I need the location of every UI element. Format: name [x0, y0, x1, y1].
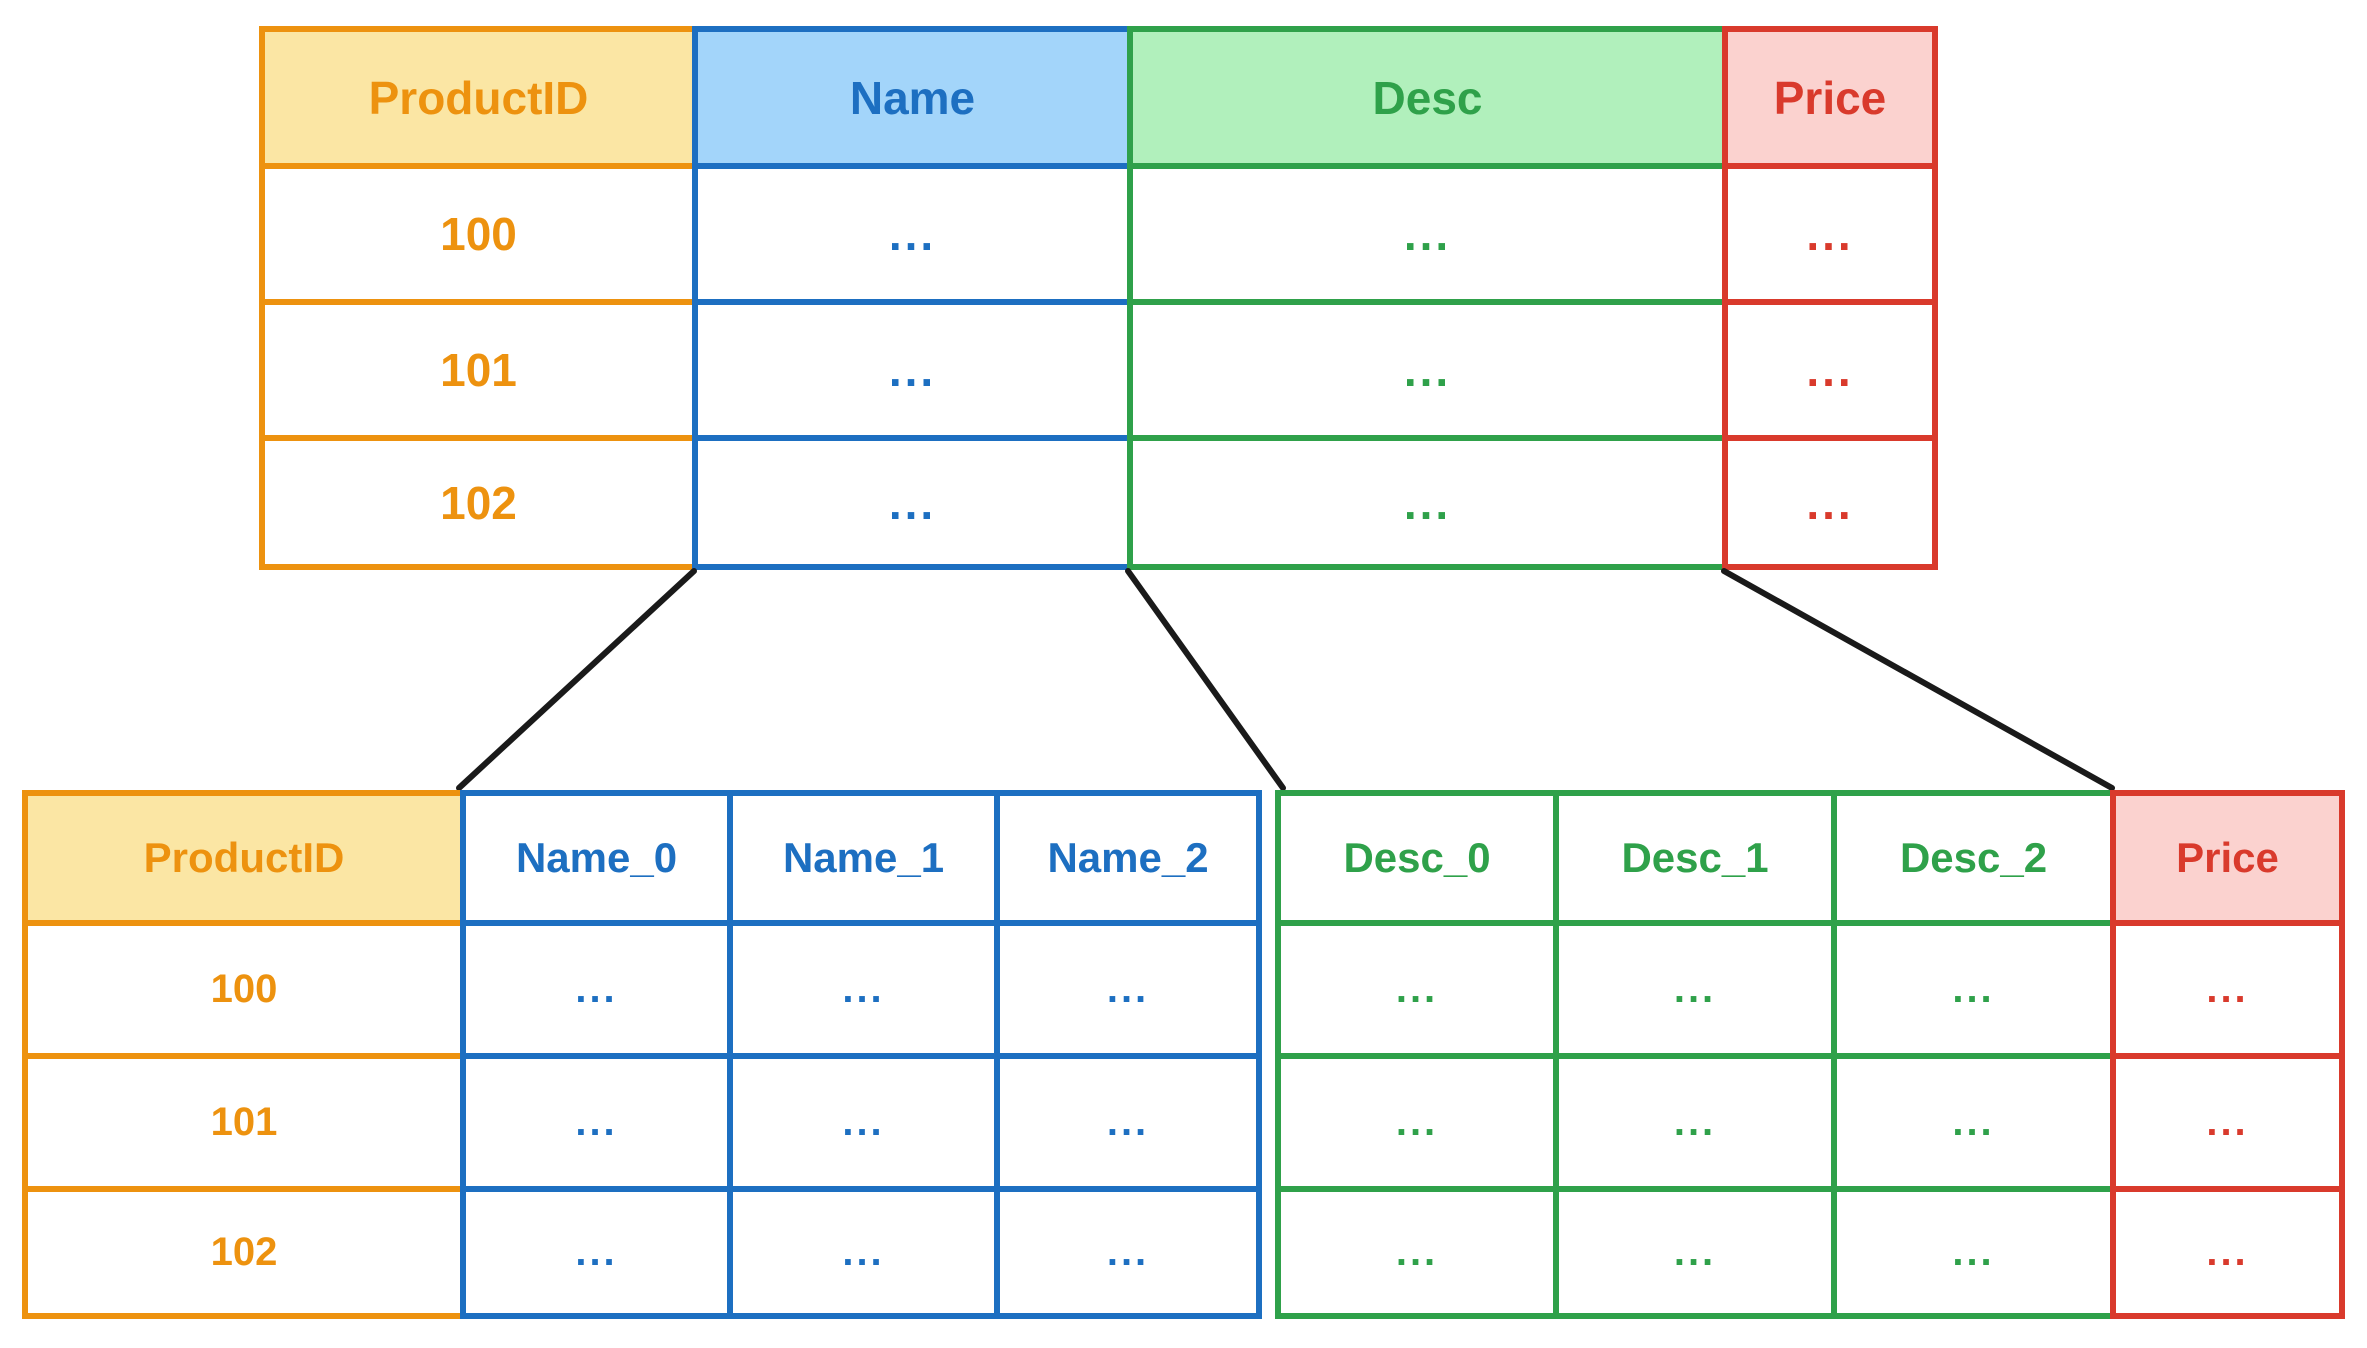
original-table: ProductID Name Desc Price 100 ... ... ..… [259, 26, 1938, 570]
exploded-table: ProductID Name_0 Name_1 Name_2 Desc_0 De… [22, 790, 2345, 1319]
top-header-name: Name [692, 26, 1127, 163]
bottom-header-productid: ProductID [22, 790, 460, 920]
table-cell: ... [692, 299, 1127, 435]
table-cell: ... [692, 163, 1127, 299]
bottom-header-desc-2: Desc_2 [1831, 790, 2110, 920]
table-cell: 100 [22, 920, 460, 1053]
table-cell: ... [727, 1186, 994, 1319]
section-gap [1262, 1053, 1275, 1186]
table-cell: ... [460, 1053, 727, 1186]
table-cell: ... [1553, 920, 1831, 1053]
top-header-desc: Desc [1127, 26, 1722, 163]
table-cell: ... [2110, 1186, 2345, 1319]
table-cell: ... [1127, 299, 1722, 435]
table-cell: ... [1127, 435, 1722, 570]
table-cell: ... [1831, 920, 2110, 1053]
table-cell: 100 [259, 163, 692, 299]
top-header-price: Price [1722, 26, 1938, 163]
table-cell: ... [1127, 163, 1722, 299]
connector-desc-right [1721, 568, 2115, 791]
table-cell: ... [2110, 920, 2345, 1053]
table-cell: 101 [22, 1053, 460, 1186]
table-cell: ... [692, 435, 1127, 570]
table-cell: ... [1722, 163, 1938, 299]
table-cell: ... [994, 1053, 1262, 1186]
bottom-header-name-2: Name_2 [994, 790, 1262, 920]
top-header-productid: ProductID [259, 26, 692, 163]
bottom-header-price: Price [2110, 790, 2345, 920]
table-cell: ... [1722, 435, 1938, 570]
connector-name-desc-boundary [1125, 568, 1286, 791]
table-cell: 102 [22, 1186, 460, 1319]
table-cell: ... [1275, 1053, 1553, 1186]
table-cell: ... [1275, 1186, 1553, 1319]
bottom-header-desc-1: Desc_1 [1553, 790, 1831, 920]
table-cell: ... [1553, 1053, 1831, 1186]
table-cell: 102 [259, 435, 692, 570]
section-gap [1262, 790, 1275, 920]
table-cell: ... [994, 920, 1262, 1053]
table-cell: ... [2110, 1053, 2345, 1186]
table-cell: ... [994, 1186, 1262, 1319]
connector-name-left [456, 568, 697, 791]
table-cell: 101 [259, 299, 692, 435]
table-cell: ... [1831, 1053, 2110, 1186]
table-cell: ... [460, 1186, 727, 1319]
table-cell: ... [727, 920, 994, 1053]
bottom-header-name-0: Name_0 [460, 790, 727, 920]
table-cell: ... [460, 920, 727, 1053]
table-cell: ... [727, 1053, 994, 1186]
section-gap [1262, 920, 1275, 1053]
section-gap [1262, 1186, 1275, 1319]
table-cell: ... [1722, 299, 1938, 435]
bottom-header-name-1: Name_1 [727, 790, 994, 920]
bottom-header-desc-0: Desc_0 [1275, 790, 1553, 920]
table-cell: ... [1275, 920, 1553, 1053]
table-cell: ... [1553, 1186, 1831, 1319]
table-cell: ... [1831, 1186, 2110, 1319]
